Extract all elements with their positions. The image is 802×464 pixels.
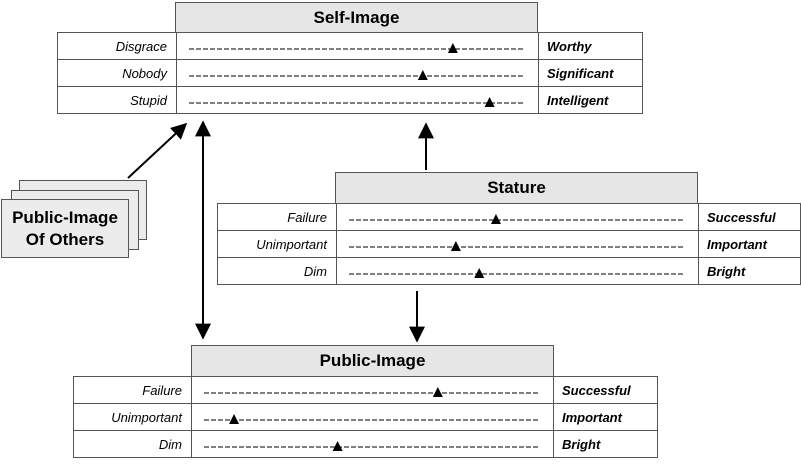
stature-table: Failure Successful Unimportant Important… bbox=[217, 203, 801, 285]
self-image-row-left-label: Stupid bbox=[57, 86, 177, 114]
self-image-row-left-label: Nobody bbox=[57, 59, 177, 87]
scale-marker-triangle bbox=[417, 70, 428, 80]
public-image-row-left-label: Dim bbox=[73, 430, 192, 458]
stature-scale bbox=[336, 257, 699, 285]
stature-row: Unimportant Important bbox=[217, 230, 801, 258]
stature-title: Stature bbox=[487, 178, 546, 197]
scale-graphic bbox=[189, 43, 523, 53]
stature-row: Dim Bright bbox=[217, 257, 801, 285]
self-image-row: Stupid Intelligent bbox=[57, 86, 643, 114]
scale-marker-triangle bbox=[484, 97, 495, 107]
public-image-header: Public-Image bbox=[191, 345, 554, 377]
scale-marker-triangle bbox=[490, 214, 501, 224]
self-image-row: Disgrace Worthy bbox=[57, 32, 643, 60]
public-image-table: Failure Successful Unimportant Important… bbox=[73, 376, 658, 458]
public-image-row-left-label: Unimportant bbox=[73, 403, 192, 431]
scale-graphic bbox=[204, 414, 538, 424]
public-image-row: Unimportant Important bbox=[73, 403, 658, 431]
public-image-row-right-label: Successful bbox=[553, 376, 658, 404]
others-card-front: Public-Image Of Others bbox=[1, 199, 129, 258]
self-image-scale bbox=[176, 32, 539, 60]
public-image-row-right-label: Important bbox=[553, 403, 658, 431]
stature-row-right-label: Bright bbox=[698, 257, 801, 285]
public-image-scale bbox=[191, 430, 554, 458]
self-image-row-right-label: Significant bbox=[538, 59, 643, 87]
stature-scale bbox=[336, 230, 699, 258]
self-image-scale bbox=[176, 86, 539, 114]
scale-graphic bbox=[349, 241, 683, 251]
scale-marker-triangle bbox=[432, 387, 443, 397]
public-image-row-right-label: Bright bbox=[553, 430, 658, 458]
scale-graphic bbox=[189, 97, 523, 107]
stature-row-left-label: Failure bbox=[217, 203, 337, 231]
stature-row-left-label: Dim bbox=[217, 257, 337, 285]
self-image-row-right-label: Worthy bbox=[538, 32, 643, 60]
scale-graphic bbox=[189, 70, 523, 80]
scale-graphic bbox=[349, 268, 683, 278]
self-image-header: Self-Image bbox=[175, 2, 538, 33]
self-image-title: Self-Image bbox=[313, 7, 400, 27]
others-label-line1: Public-Image bbox=[12, 207, 118, 227]
scale-marker-triangle bbox=[450, 241, 461, 251]
public-image-scale bbox=[191, 403, 554, 431]
public-image-row: Dim Bright bbox=[73, 430, 658, 458]
public-image-title: Public-Image bbox=[319, 351, 426, 370]
scale-marker-triangle bbox=[332, 441, 343, 451]
scale-graphic bbox=[204, 441, 538, 451]
scale-marker-triangle bbox=[229, 414, 240, 424]
others-label-line2: Of Others bbox=[25, 229, 105, 249]
self-image-row: Nobody Significant bbox=[57, 59, 643, 87]
stature-row-right-label: Important bbox=[698, 230, 801, 258]
self-image-row-right-label: Intelligent bbox=[538, 86, 643, 114]
self-image-table: Disgrace Worthy Nobody Significant Stupi… bbox=[57, 32, 643, 114]
scale-graphic bbox=[204, 387, 538, 397]
scale-marker-triangle bbox=[447, 43, 458, 53]
stature-row-right-label: Successful bbox=[698, 203, 801, 231]
scale-graphic bbox=[349, 214, 683, 224]
scale-marker-triangle bbox=[474, 268, 485, 278]
arrow-others-to-self-image bbox=[127, 122, 188, 179]
